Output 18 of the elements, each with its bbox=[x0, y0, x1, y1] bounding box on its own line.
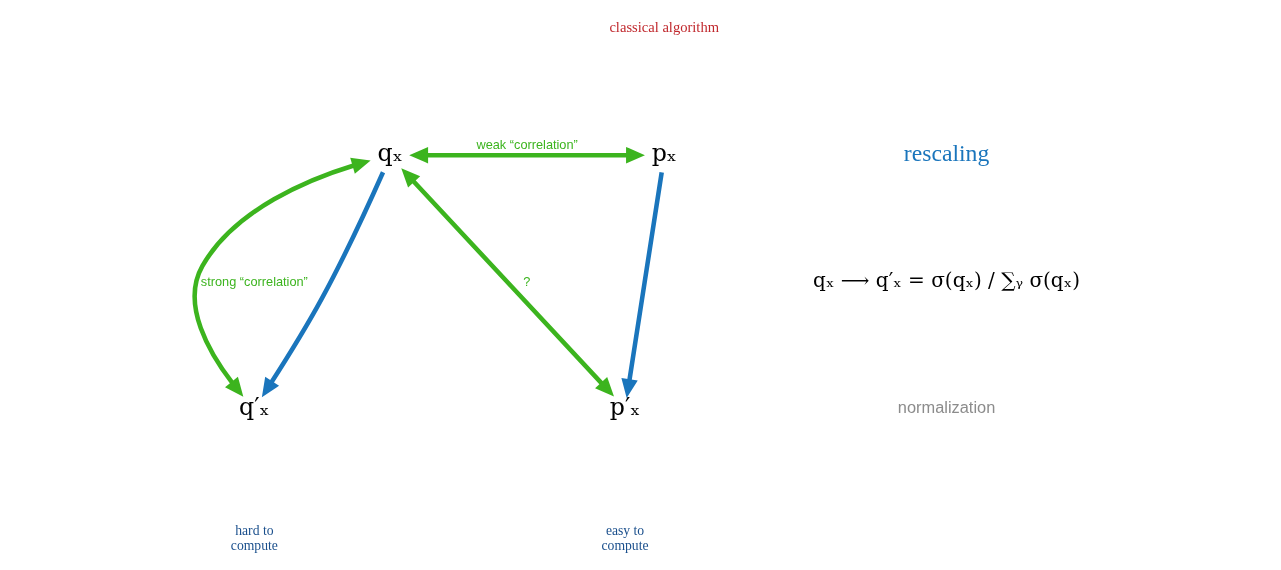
edge-label: strong “correlation” bbox=[200, 273, 308, 289]
arrow bbox=[621, 171, 664, 398]
label: rescaling bbox=[903, 139, 990, 166]
label: qₓ ⟶ q′ₓ = σ(qₓ) / ∑ᵧ σ(qₓ) bbox=[813, 268, 1080, 293]
edge-label: ? bbox=[523, 273, 531, 289]
arrow bbox=[401, 168, 614, 397]
label: hard to compute bbox=[230, 522, 278, 554]
node-text: qₓ bbox=[377, 138, 403, 167]
node-text: pₓ bbox=[651, 138, 677, 167]
arrow bbox=[261, 171, 386, 398]
edge-label: weak “correlation” bbox=[476, 137, 578, 153]
label: easy to compute bbox=[601, 522, 649, 554]
node-text: q′ₓ bbox=[239, 393, 270, 422]
node-text: p′ₓ bbox=[609, 393, 641, 422]
arrow bbox=[192, 157, 371, 397]
arrow bbox=[409, 146, 645, 164]
label: normalization bbox=[897, 398, 996, 417]
label: classical algorithm bbox=[609, 18, 720, 35]
